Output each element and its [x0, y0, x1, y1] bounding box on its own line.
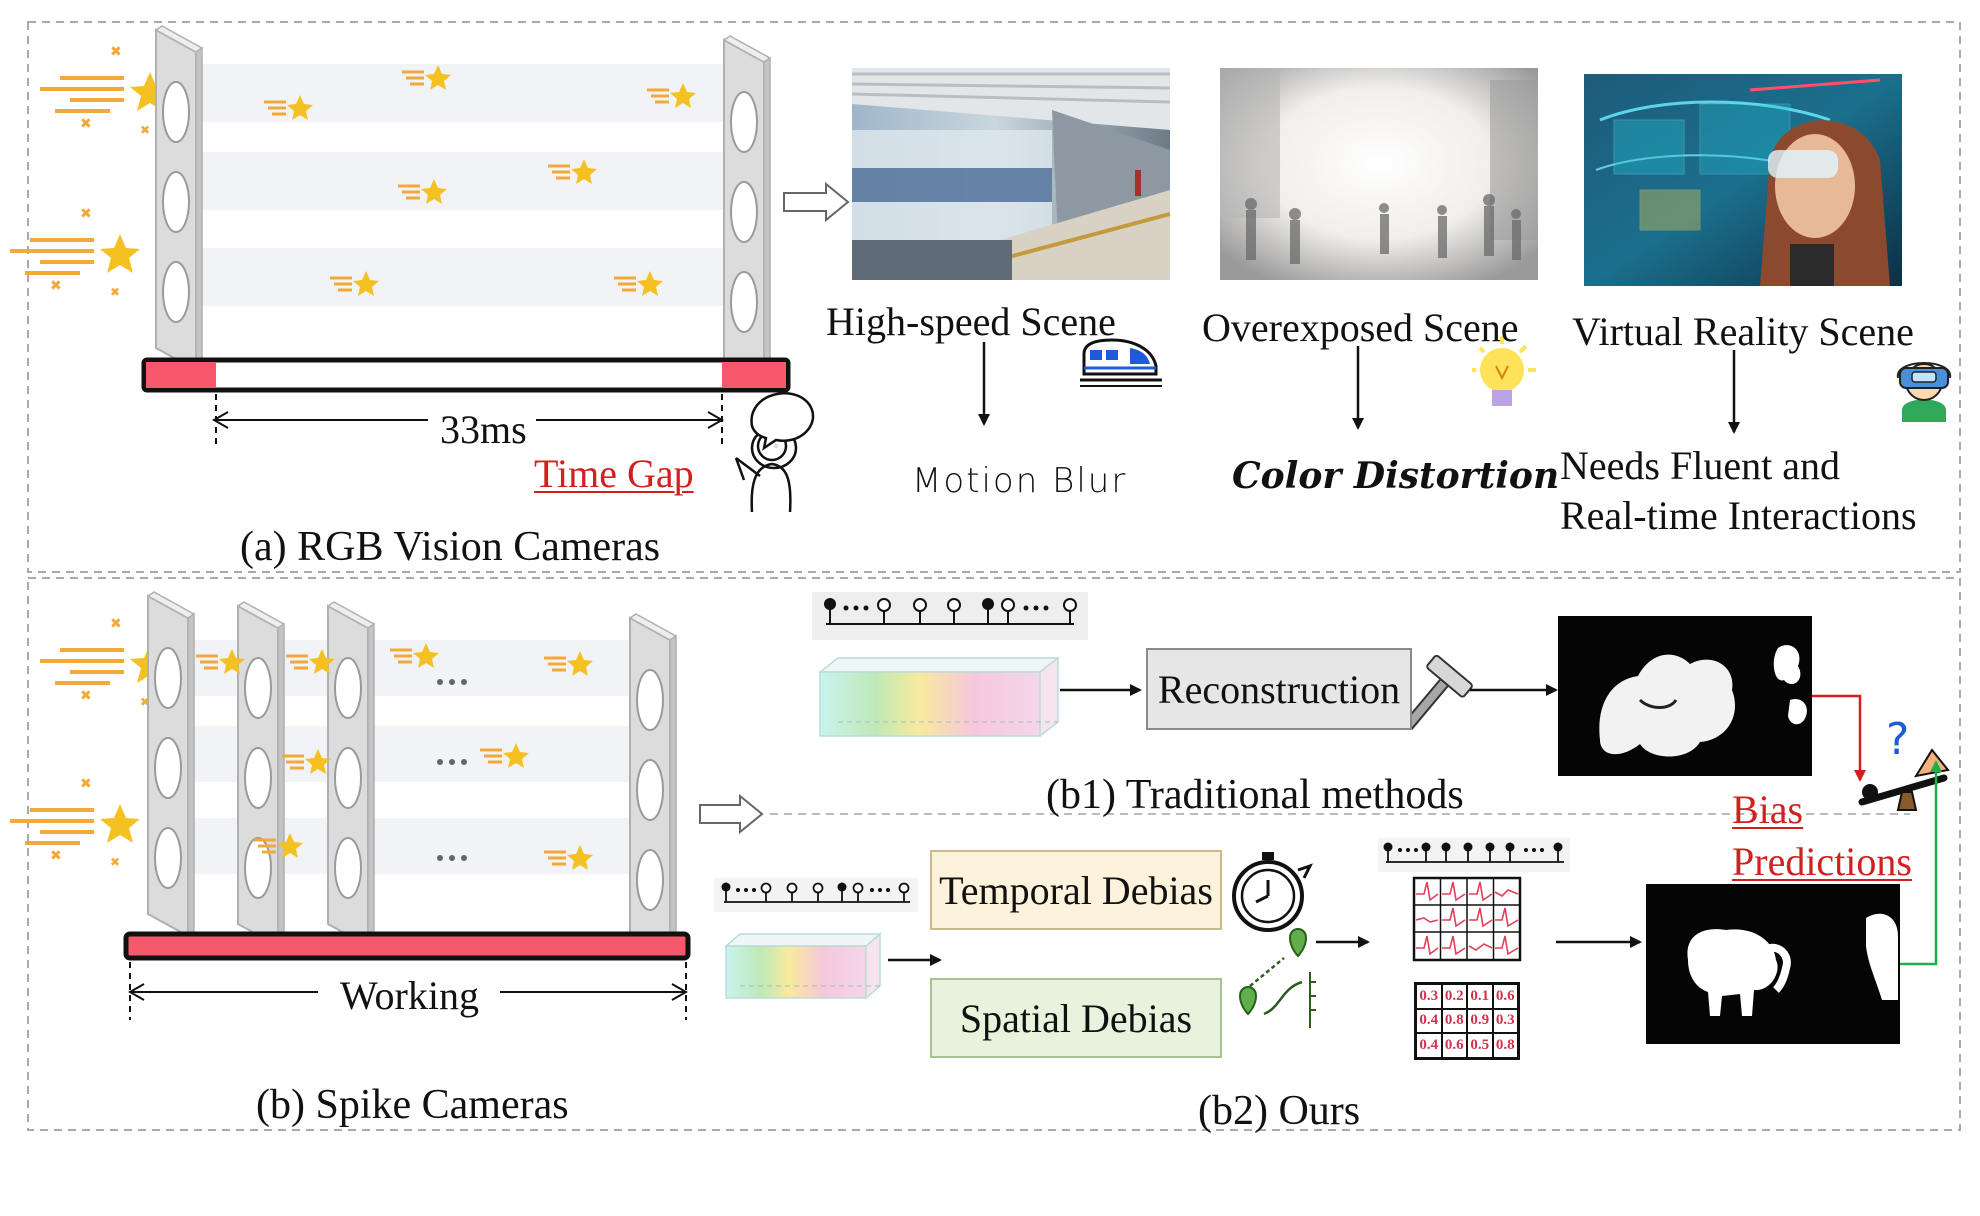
effect-vr-line2: Real-time Interactions: [1560, 493, 1917, 538]
matrix-cell: 0.4: [1416, 1008, 1442, 1034]
temporal-debias-label: Temporal Debias: [939, 867, 1213, 913]
effect-motion-blur: Motion Blur: [912, 461, 1128, 501]
matrix-cell: 0.9: [1467, 1008, 1493, 1034]
train-icon: [1080, 338, 1162, 387]
spike-cube-b1: [817, 656, 1061, 738]
time-gap-label: Time Gap: [534, 451, 694, 496]
matrix-cell: 0.3: [1416, 984, 1442, 1009]
panel-a-lanes: [190, 64, 730, 306]
vr-headset-icon: [1896, 362, 1952, 422]
virtual-reality-photo: [1584, 74, 1902, 286]
panel-b-border: [27, 577, 1961, 1131]
spike-cube-b2: [723, 932, 883, 1000]
reconstruction-box: Reconstruction: [1146, 648, 1412, 730]
panel-a-caption: (a) RGB Vision Cameras: [240, 524, 661, 570]
waveform-grid: [1412, 876, 1522, 962]
hollow-arrow-a: [783, 181, 850, 223]
duration-label: 33ms: [440, 407, 527, 452]
working-bar: [123, 931, 691, 961]
matrix-cell: 0.1: [1467, 984, 1493, 1009]
scene-title-vr: Virtual Reality Scene: [1572, 309, 1914, 354]
bias-label-line2: Predictions: [1732, 839, 1912, 884]
reconstruction-label: Reconstruction: [1157, 666, 1401, 712]
matrix-cell: 0.3: [1492, 1008, 1518, 1034]
timeline-bar-a: [141, 357, 791, 393]
matrix-cell: 0.8: [1441, 1008, 1467, 1034]
matrix-cell: 0.6: [1492, 984, 1518, 1009]
b2-caption: (b2) Ours: [1198, 1088, 1361, 1134]
temporal-debias-box: Temporal Debias: [930, 850, 1222, 930]
b1-caption: (b1) Traditional methods: [1046, 772, 1464, 818]
matrix-cell: 0.6: [1441, 1033, 1467, 1058]
b2-result-mask: [1646, 884, 1900, 1044]
effect-vr-line1: Needs Fluent and: [1560, 443, 1840, 488]
light-bulb-icon: [1472, 336, 1536, 406]
spatial-debias-label: Spatial Debias: [959, 995, 1193, 1041]
bias-label-line1: Bias: [1732, 787, 1804, 832]
panel-b-caption: (b) Spike Cameras: [256, 1082, 569, 1128]
hollow-arrow-b: [699, 793, 764, 835]
effect-color-distortion: Color Distortion: [1232, 455, 1560, 497]
question-bubble-icon: [750, 392, 815, 451]
matrix-cell: 0.4: [1416, 1033, 1442, 1058]
overexposed-street-photo: [1220, 68, 1538, 280]
stopwatch-icon: [1232, 852, 1313, 932]
scene-title-overexposed: Overexposed Scene: [1202, 305, 1519, 350]
svg-text:?: ?: [1886, 714, 1909, 765]
b1-result-mask: [1558, 616, 1812, 776]
scene-title-high-speed: High-speed Scene: [826, 299, 1116, 344]
spatial-debias-box: Spatial Debias: [930, 978, 1222, 1058]
matrix-cell: 0.5: [1467, 1033, 1493, 1058]
working-label: Working: [340, 973, 479, 1018]
spike-train-b1: [812, 592, 1088, 640]
spike-train-b2: [714, 878, 918, 912]
route-location-icon: [1238, 928, 1316, 1028]
high-speed-train-photo: [851, 68, 1171, 280]
spike-train-b2-right: [1378, 838, 1570, 872]
matrix-cell: 0.8: [1492, 1033, 1518, 1058]
matrix-cell: 0.2: [1441, 984, 1467, 1009]
panel-a-border: [27, 21, 1961, 573]
